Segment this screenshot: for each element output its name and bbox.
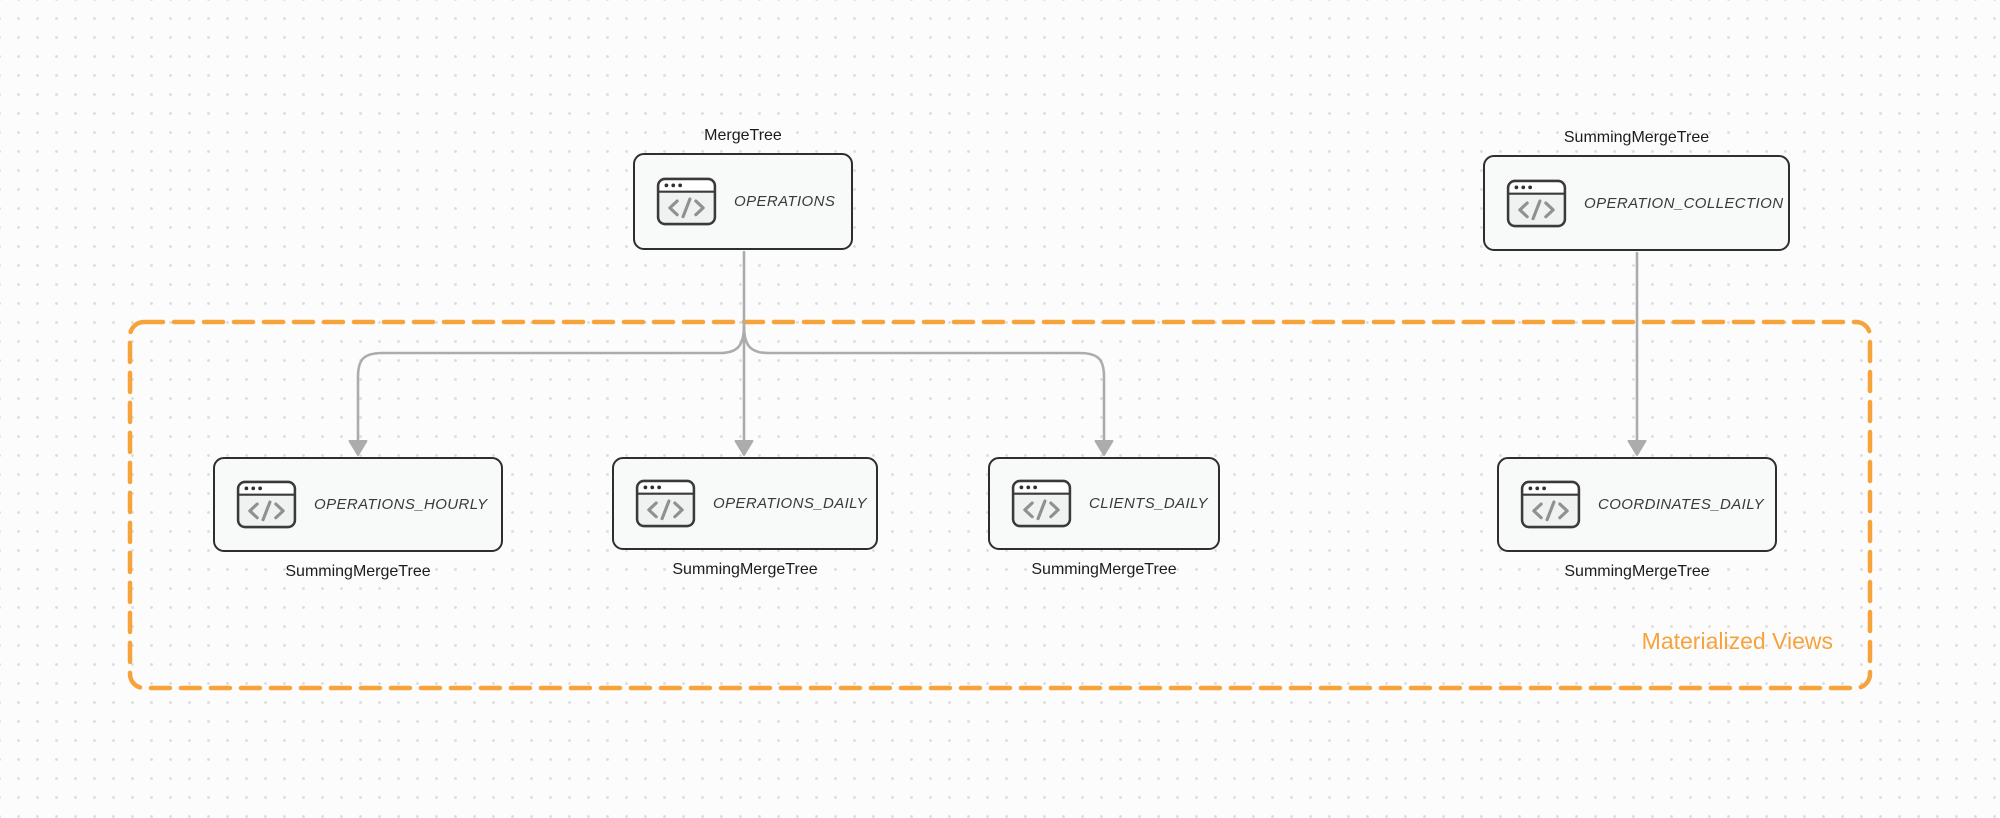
- code-window-icon: [1011, 479, 1072, 528]
- engine-label: SummingMergeTree: [1564, 563, 1710, 580]
- node-label: OPERATION_COLLECTION: [1584, 194, 1784, 212]
- node-label: OPERATIONS_HOURLY: [314, 496, 488, 513]
- node-card-operation-collection[interactable]: OPERATION_COLLECTION: [1483, 155, 1790, 251]
- engine-label: MergeTree: [704, 127, 782, 144]
- node-operations: MergeTree OPERATIONS: [633, 125, 853, 250]
- code-window-icon: [236, 480, 297, 529]
- materialized-views-label: Materialized Views: [1641, 628, 1833, 654]
- node-card-operations-daily[interactable]: OPERATIONS_DAILY: [612, 457, 878, 550]
- code-window-icon: [1520, 480, 1581, 529]
- arrow-operations-to-clients-daily: [742, 324, 1106, 443]
- arrowhead-operations-hourly: [348, 440, 368, 456]
- node-operations-hourly: OPERATIONS_HOURLY SummingMergeTree: [213, 457, 503, 583]
- node-card-operations-hourly[interactable]: OPERATIONS_HOURLY: [213, 457, 503, 552]
- node-clients-daily: CLIENTS_DAILY SummingMergeTree: [988, 457, 1220, 581]
- code-window-icon: [1506, 179, 1567, 228]
- engine-label: SummingMergeTree: [672, 561, 818, 578]
- engine-label: SummingMergeTree: [1031, 561, 1177, 578]
- node-label: OPERATIONS_DAILY: [713, 495, 867, 512]
- arrowhead-operations-daily: [734, 440, 754, 456]
- node-coordinates-daily: COORDINATES_DAILY SummingMergeTree: [1497, 457, 1777, 583]
- code-window-icon: [656, 177, 717, 226]
- node-label: OPERATIONS: [734, 193, 836, 210]
- node-card-operations[interactable]: OPERATIONS: [633, 153, 853, 250]
- engine-label: SummingMergeTree: [1563, 129, 1710, 146]
- arrowhead-coordinates-daily: [1627, 440, 1647, 456]
- node-card-coordinates-daily[interactable]: COORDINATES_DAILY: [1497, 457, 1777, 552]
- node-operation-collection: SummingMergeTree OPERATION_COLLECTION: [1483, 127, 1790, 251]
- node-label: CLIENTS_DAILY: [1089, 495, 1208, 512]
- code-window-icon: [635, 479, 696, 528]
- arrowhead-clients-daily: [1094, 440, 1114, 456]
- engine-label: SummingMergeTree: [285, 563, 431, 580]
- node-card-clients-daily[interactable]: CLIENTS_DAILY: [988, 457, 1220, 550]
- node-label: COORDINATES_DAILY: [1598, 496, 1765, 513]
- arrow-operations-to-operations-hourly: [356, 324, 746, 443]
- node-operations-daily: OPERATIONS_DAILY SummingMergeTree: [612, 457, 878, 581]
